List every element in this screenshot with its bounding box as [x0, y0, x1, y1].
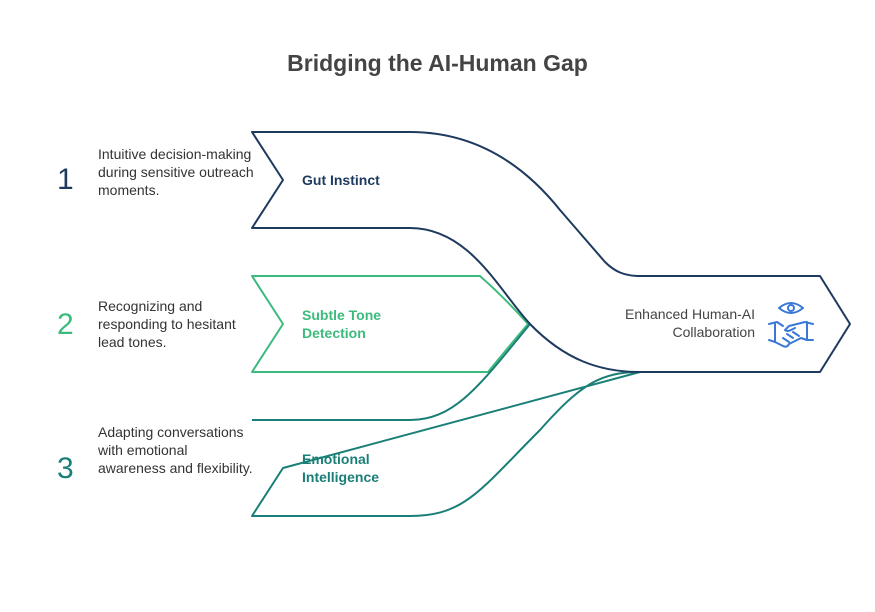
step-label-3: Emotional Intelligence: [302, 450, 379, 486]
step-label-1-line1: Gut Instinct: [302, 172, 380, 188]
eye-handshake-icon: [768, 302, 814, 348]
step-label-2-line1: Subtle Tone: [302, 307, 382, 323]
step-label-3-line2: Intelligence: [302, 469, 380, 485]
step-description-1: Intuitive decision-making during sensiti…: [98, 146, 254, 198]
branch-shape-2: [251, 275, 529, 373]
page-title: Bridging the AI-Human Gap: [287, 50, 588, 76]
step-label-2: Subtle Tone Detection: [302, 306, 381, 342]
branch-shape-1: [251, 131, 851, 373]
target-label-line2: Collaboration: [672, 324, 756, 340]
step-label-2-line2: Detection: [302, 325, 366, 341]
target-label: Enhanced Human-AI Collaboration: [605, 305, 755, 341]
step-description-3: Adapting conversations with emotional aw…: [98, 424, 253, 476]
step-number-1: 1: [57, 163, 74, 196]
step-description-2: Recognizing and responding to hesitant l…: [98, 298, 236, 350]
step-label-1: Gut Instinct: [302, 171, 380, 189]
step-label-3-line1: Emotional: [302, 451, 370, 467]
step-number-2: 2: [57, 308, 74, 341]
step-number-3: 3: [57, 452, 74, 485]
target-label-line1: Enhanced Human-AI: [625, 306, 755, 322]
